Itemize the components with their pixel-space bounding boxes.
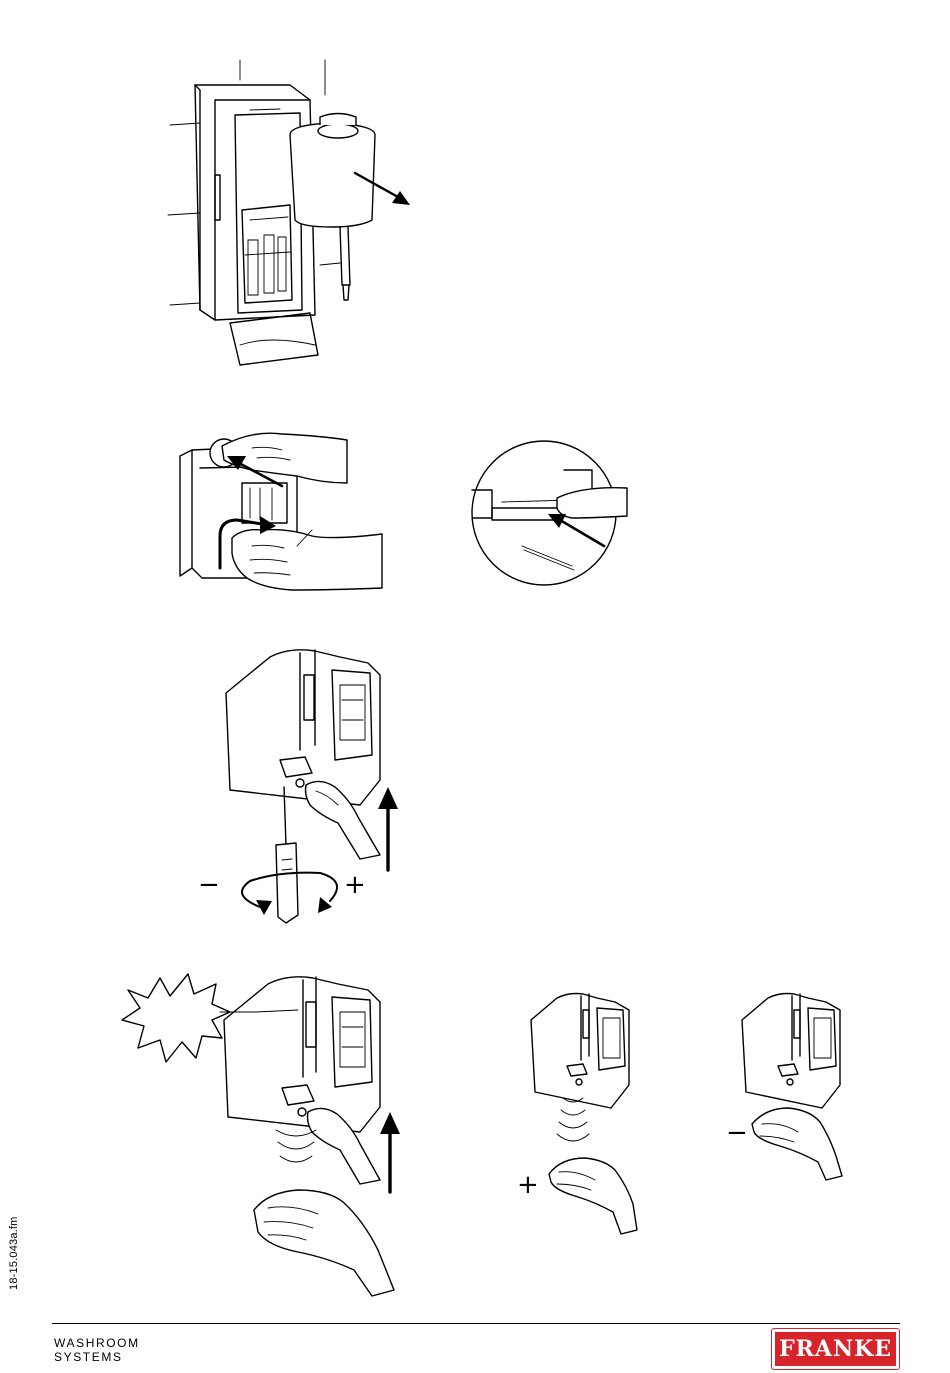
plus-sign-range: + (517, 1172, 539, 1198)
minus-sign-adjust: − (198, 872, 220, 898)
plus-sign-adjust: + (344, 872, 366, 898)
brand-tagline: WASHROOM SYSTEMS (54, 1336, 140, 1364)
figure-range-decrease (736, 990, 851, 1185)
figure-release-cover (172, 428, 397, 603)
logo-text: FRANKE (779, 1336, 892, 1362)
figure-sensor-test (118, 970, 400, 1305)
franke-logo: FRANKE (772, 1329, 899, 1369)
footer-divider (52, 1323, 900, 1324)
figure-remove-cartridge (160, 55, 430, 375)
minus-sign-range: − (726, 1120, 748, 1146)
document-id: 18-15.043a.fm (8, 1216, 20, 1290)
figure-detail-release (462, 438, 632, 586)
brand-line-2: SYSTEMS (54, 1350, 140, 1364)
figure-range-increase (525, 990, 640, 1240)
brand-line-1: WASHROOM (54, 1336, 140, 1350)
figure-adjust-range (220, 645, 400, 930)
